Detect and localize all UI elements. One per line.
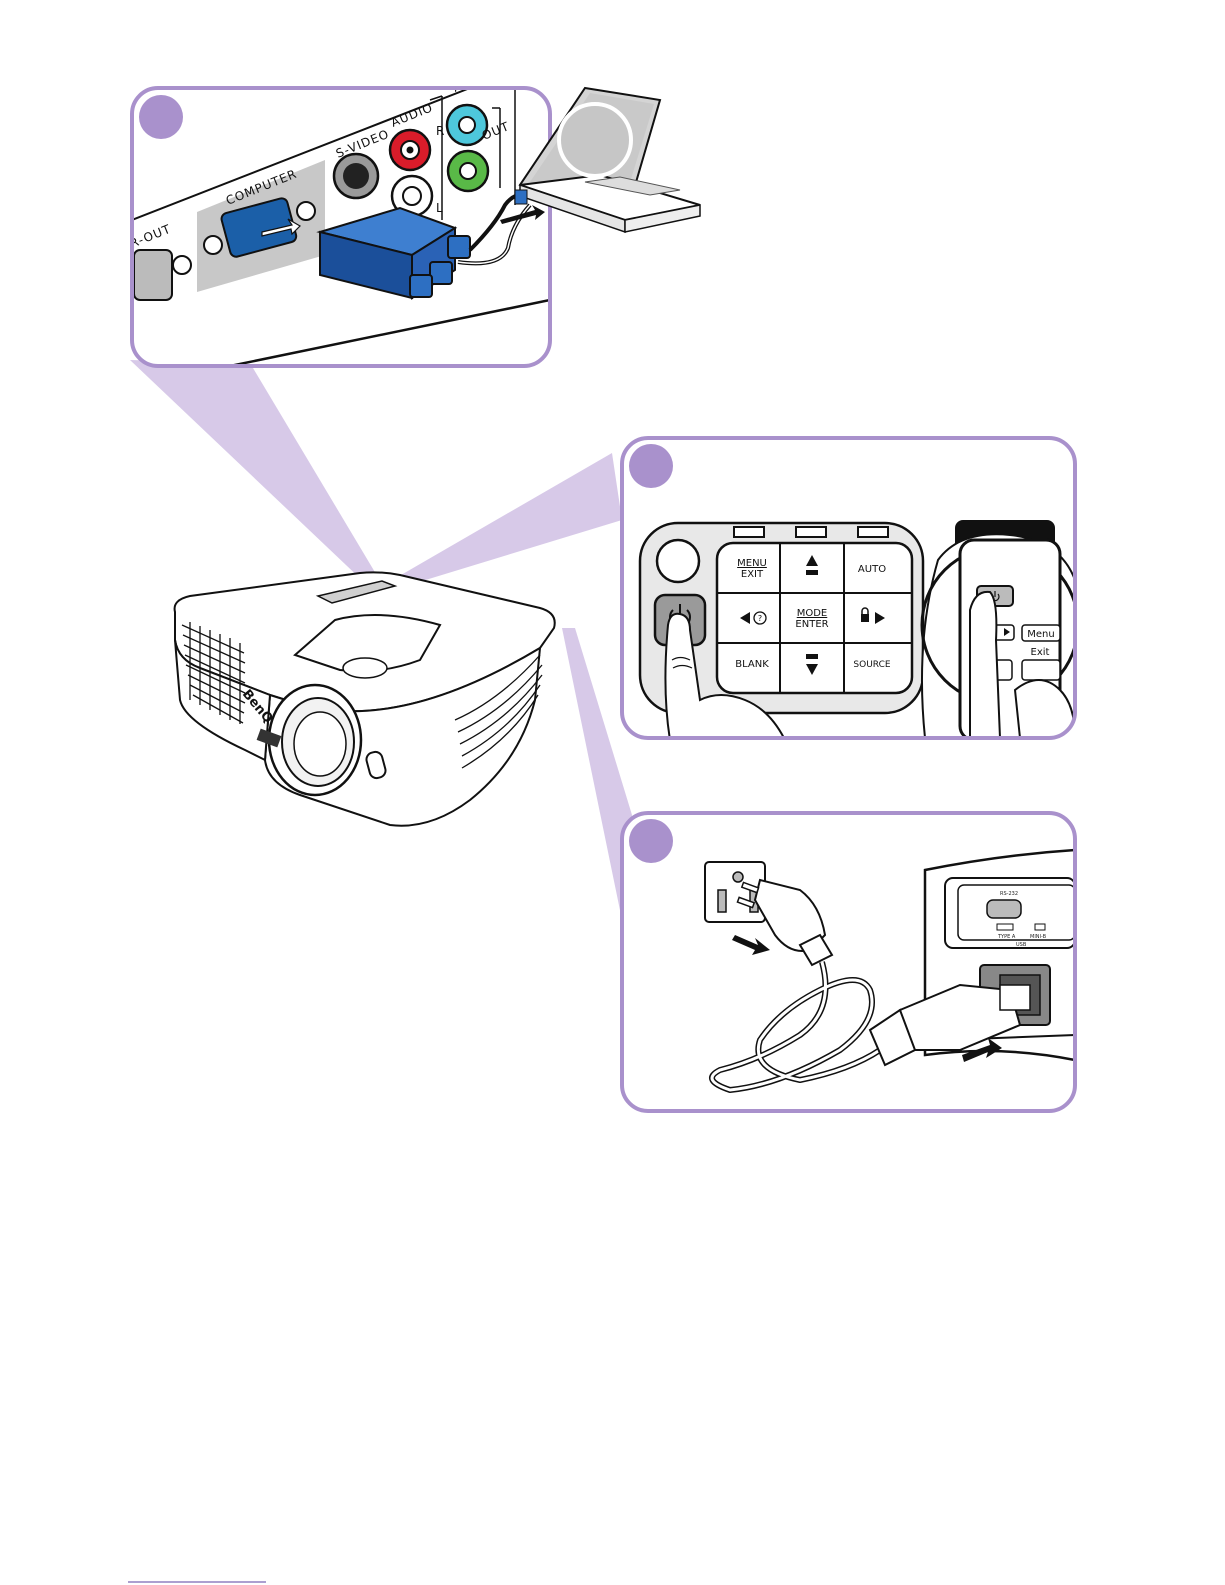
lock-icon	[861, 614, 869, 622]
panel-1-connect-computer: R-OUT COMPUTER S-VIDEO AUDIO R L AU	[128, 75, 550, 366]
panel-2-power-on: MENU EXIT AUTO ? MODE ENTER BL	[622, 438, 1078, 760]
ir-sensor	[657, 540, 699, 582]
usb-label: USB	[1016, 942, 1027, 948]
step-2-badge	[629, 444, 673, 488]
remote-control: Menu Exit	[922, 520, 1078, 760]
svg-text:?: ?	[758, 614, 762, 623]
menu-exit-key[interactable]: MENU EXIT	[737, 558, 767, 580]
audio-r-label: R	[436, 124, 445, 138]
menu-key-label: MENU	[737, 558, 767, 569]
monitor-out-port	[134, 250, 172, 300]
step-3-badge	[629, 819, 673, 863]
remote-menu-label: Menu	[1027, 629, 1054, 640]
type-a-label: TYPE A	[997, 934, 1016, 940]
remote-exit-button[interactable]	[1022, 660, 1060, 680]
exit-key-label: EXIT	[741, 569, 764, 580]
blank-key[interactable]: BLANK	[735, 659, 769, 670]
rs232-label: RS-232	[1000, 891, 1018, 897]
enter-key-label: ENTER	[795, 619, 828, 630]
mode-key-label: MODE	[797, 608, 828, 619]
auto-key[interactable]: AUTO	[858, 564, 886, 575]
step-1-badge	[139, 95, 183, 139]
projector-illustration: BenQ	[175, 572, 555, 825]
mini-b-label: MINI-B	[1030, 934, 1047, 940]
beam-to-panel1	[130, 360, 382, 584]
remote-exit-label: Exit	[1031, 647, 1050, 658]
beam-to-panel2	[382, 453, 622, 589]
panel-3-connect-power: RS-232 TYPE A MINI-B USB	[622, 813, 1075, 1111]
mode-enter-key[interactable]: MODE ENTER	[795, 608, 828, 630]
source-key[interactable]: SOURCE	[853, 660, 890, 670]
